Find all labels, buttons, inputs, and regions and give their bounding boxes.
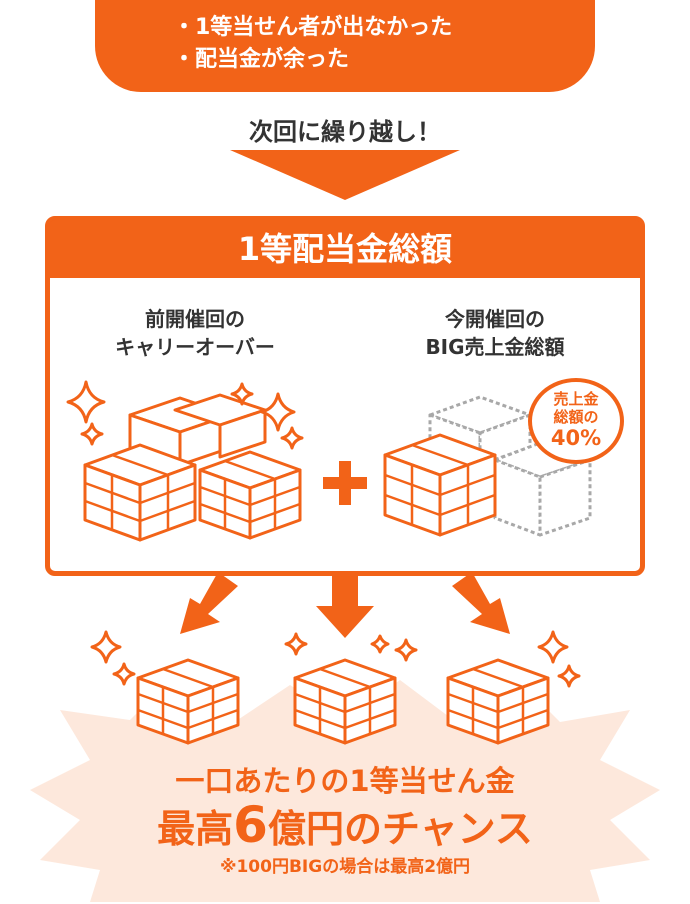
sparkle-icon xyxy=(66,380,106,446)
condition-item: ・1等当せん者が出なかった xyxy=(173,15,453,40)
result-max-prize: 最高6億円のチャンス xyxy=(157,796,533,854)
money-stack-icon xyxy=(136,658,240,745)
result-note: ※100円BIGの場合は最高2億円 xyxy=(219,857,471,877)
carryover-label: 前開催回の キャリーオーバー xyxy=(115,307,275,359)
result-headline: 一口あたりの1等当せん金 xyxy=(175,764,515,798)
plus-icon xyxy=(323,461,367,505)
arrow-down-icon xyxy=(180,572,510,638)
percent-badge: 売上金 総額の 40% xyxy=(528,378,624,464)
sales-total-label: 今開催回の BIG売上金総額 xyxy=(425,307,565,359)
sparkle-icon xyxy=(284,632,418,662)
carryover-text: 次回に繰り越し！ xyxy=(249,118,441,146)
money-stack-icon xyxy=(293,658,397,745)
money-stack-icon xyxy=(83,393,302,542)
money-stack-icon xyxy=(383,395,592,537)
sparkle-icon xyxy=(537,630,581,688)
arrow-down-icon xyxy=(230,150,460,200)
condition-box: ・1等当せん者が出なかった ・配当金が余った xyxy=(95,0,595,92)
condition-item: ・配当金が余った xyxy=(173,47,350,72)
pool-title: 1等配当金総額 xyxy=(49,220,641,278)
sparkle-icon xyxy=(90,630,136,686)
sparkle-icon xyxy=(230,382,304,450)
money-stack-icon xyxy=(446,658,550,745)
